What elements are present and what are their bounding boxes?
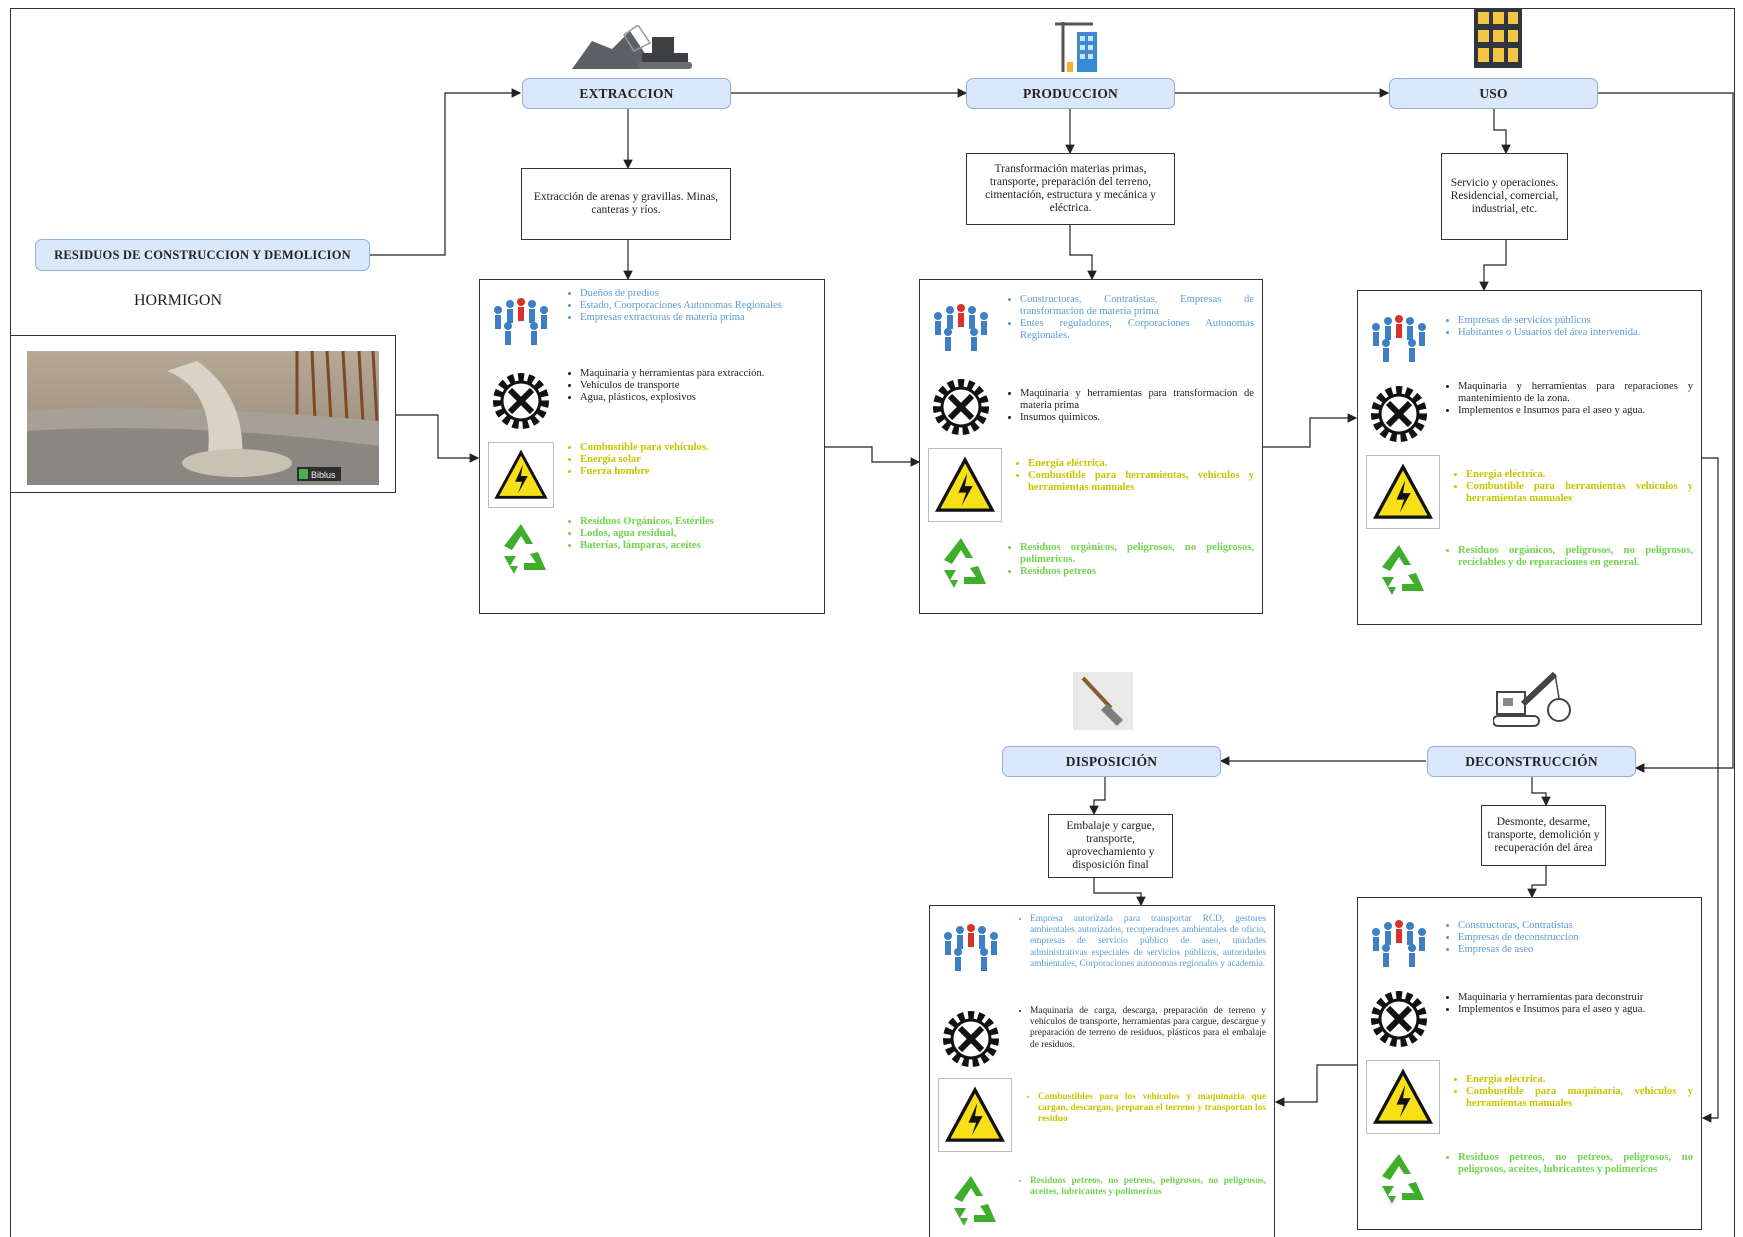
actors-row: Empresas de servicios públicos Habitante… [1366,305,1693,371]
arrow-uso-desc-card [1479,240,1507,292]
waste-row: Residuos orgánicos, peligrosos, no pelig… [928,530,1254,596]
arrow-disp-desc-card [1093,878,1146,907]
stage-extraccion: EXTRACCION [522,78,731,109]
actors-row: Constructoras, Contratistas Empresas de … [1366,910,1693,976]
stage-deconstruccion: DECONSTRUCCIÓN [1427,746,1636,777]
high-voltage-warning-icon [1366,1060,1440,1134]
energy-row: Energía eléctrica. Combustible para maqu… [1366,1060,1693,1134]
recycle-icon [954,1176,996,1226]
card-deconstruccion: Constructoras, Contratistas Empresas de … [1357,897,1702,1230]
arrow-card-prod-uso [1263,413,1358,448]
stage-uso: USO [1389,78,1598,109]
people-network-icon [1372,315,1426,362]
arrow-produccion-desc-card [1069,225,1097,281]
actors-row: Constructoras, Contratistas, Empresas de… [928,294,1254,360]
high-voltage-warning-icon [938,1078,1012,1152]
people-network-icon [944,924,998,971]
recycle-icon [1382,545,1424,595]
wrench-gear-icon [943,1011,999,1067]
actors-row: Empresa autorizada para transportar RCD,… [938,914,1266,980]
wrench-gear-icon [933,379,989,435]
arrow-decon-desc-card [1527,866,1547,899]
desc-deconstruccion: Desmonte, desarme, transporte, demolició… [1481,805,1606,866]
wrecking-crane-icon [1493,671,1571,727]
tools-row: Maquinaria y herramientas para deconstru… [1366,986,1693,1052]
desc-uso: Servicio y operaciones. Residencial, com… [1441,153,1568,240]
high-voltage-warning-icon [928,448,1002,522]
recycle-icon [944,538,986,588]
arrow-uso-desc [1493,109,1511,155]
recycle-icon [504,524,546,574]
photo-watermark: Biblus [311,470,336,480]
arrow-uso-card-decon-card [1701,457,1719,1123]
stage-disposicion: DISPOSICIÓN [1002,746,1221,777]
arrow-decon-desc [1531,777,1551,807]
concrete-photo: Biblus [10,335,396,493]
arrow-rcd-extraccion [370,88,522,256]
rcd-title-pill: RESIDUOS DE CONSTRUCCION Y DEMOLICION [35,239,370,271]
wrench-gear-icon [1371,386,1427,442]
waste-row: Residuos Orgánicos, Estériles Lodos, agu… [488,516,816,582]
excavation-machine-icon [572,25,692,69]
tools-row: Maquinaria de carga, descarga, preparaci… [938,1006,1266,1072]
shovel-icon [1073,672,1133,730]
material-label: HORMIGON [134,292,222,309]
recycle-icon [1382,1154,1424,1204]
people-network-icon [934,304,988,351]
energy-row: Energía eléctrica. Combustible para herr… [928,448,1254,522]
waste-row: Residuos petreos, no petreos, peligrosos… [938,1168,1266,1234]
waste-row: Residuos petreos, no petreos, peligrosos… [1366,1146,1693,1212]
wrench-gear-icon [1371,991,1427,1047]
actors-row: Dueños de predios Estado, Coorporaciones… [488,288,816,354]
arrow-photo-card [396,414,480,463]
card-uso: Empresas de servicios públicos Habitante… [1357,290,1702,625]
tools-row: Maquinaria y herramientas para extracció… [488,368,816,434]
energy-row: Combustibles para los vehículos y maquin… [938,1078,1266,1152]
tools-row: Maquinaria y herramientas para reparacio… [1366,381,1693,447]
desc-disposicion: Embalaje y cargue, transporte, aprovecha… [1048,814,1173,878]
desc-produccion: Transformación materias primas, transpor… [966,153,1175,225]
energy-row: Combustible para vehículos. Energía sola… [488,442,816,508]
desc-extraccion: Extracción de arenas y gravillas. Minas,… [521,168,731,240]
arrow-card-extr-prod [825,446,921,467]
diagram-frame [10,8,1735,1237]
card-extraccion: Dueños de predios Estado, Coorporaciones… [479,279,825,614]
high-voltage-warning-icon [1366,455,1440,529]
residential-building-icon [1474,8,1522,68]
stage-produccion: PRODUCCION [966,78,1175,109]
arrow-disp-desc [1089,777,1106,816]
people-network-icon [1372,920,1426,967]
crane-building-icon [1055,22,1097,72]
arrow-decon-card-disp-card [1274,1064,1357,1107]
card-disposicion: Empresa autorizada para transportar RCD,… [929,905,1275,1237]
people-network-icon [494,298,548,345]
waste-row: Residuos orgánicos, peligrosos, no pelig… [1366,537,1693,603]
tools-row: Maquinaria y herramientas para transform… [928,374,1254,440]
arrow-uso-deconstruccion [1598,92,1734,773]
wrench-gear-icon [493,373,549,429]
high-voltage-warning-icon [488,442,554,508]
concrete-pour-image: Biblus [27,351,379,485]
energy-row: Energía eléctrica. Combustible para herr… [1366,455,1693,529]
card-produccion: Constructoras, Contratistas, Empresas de… [919,279,1263,614]
